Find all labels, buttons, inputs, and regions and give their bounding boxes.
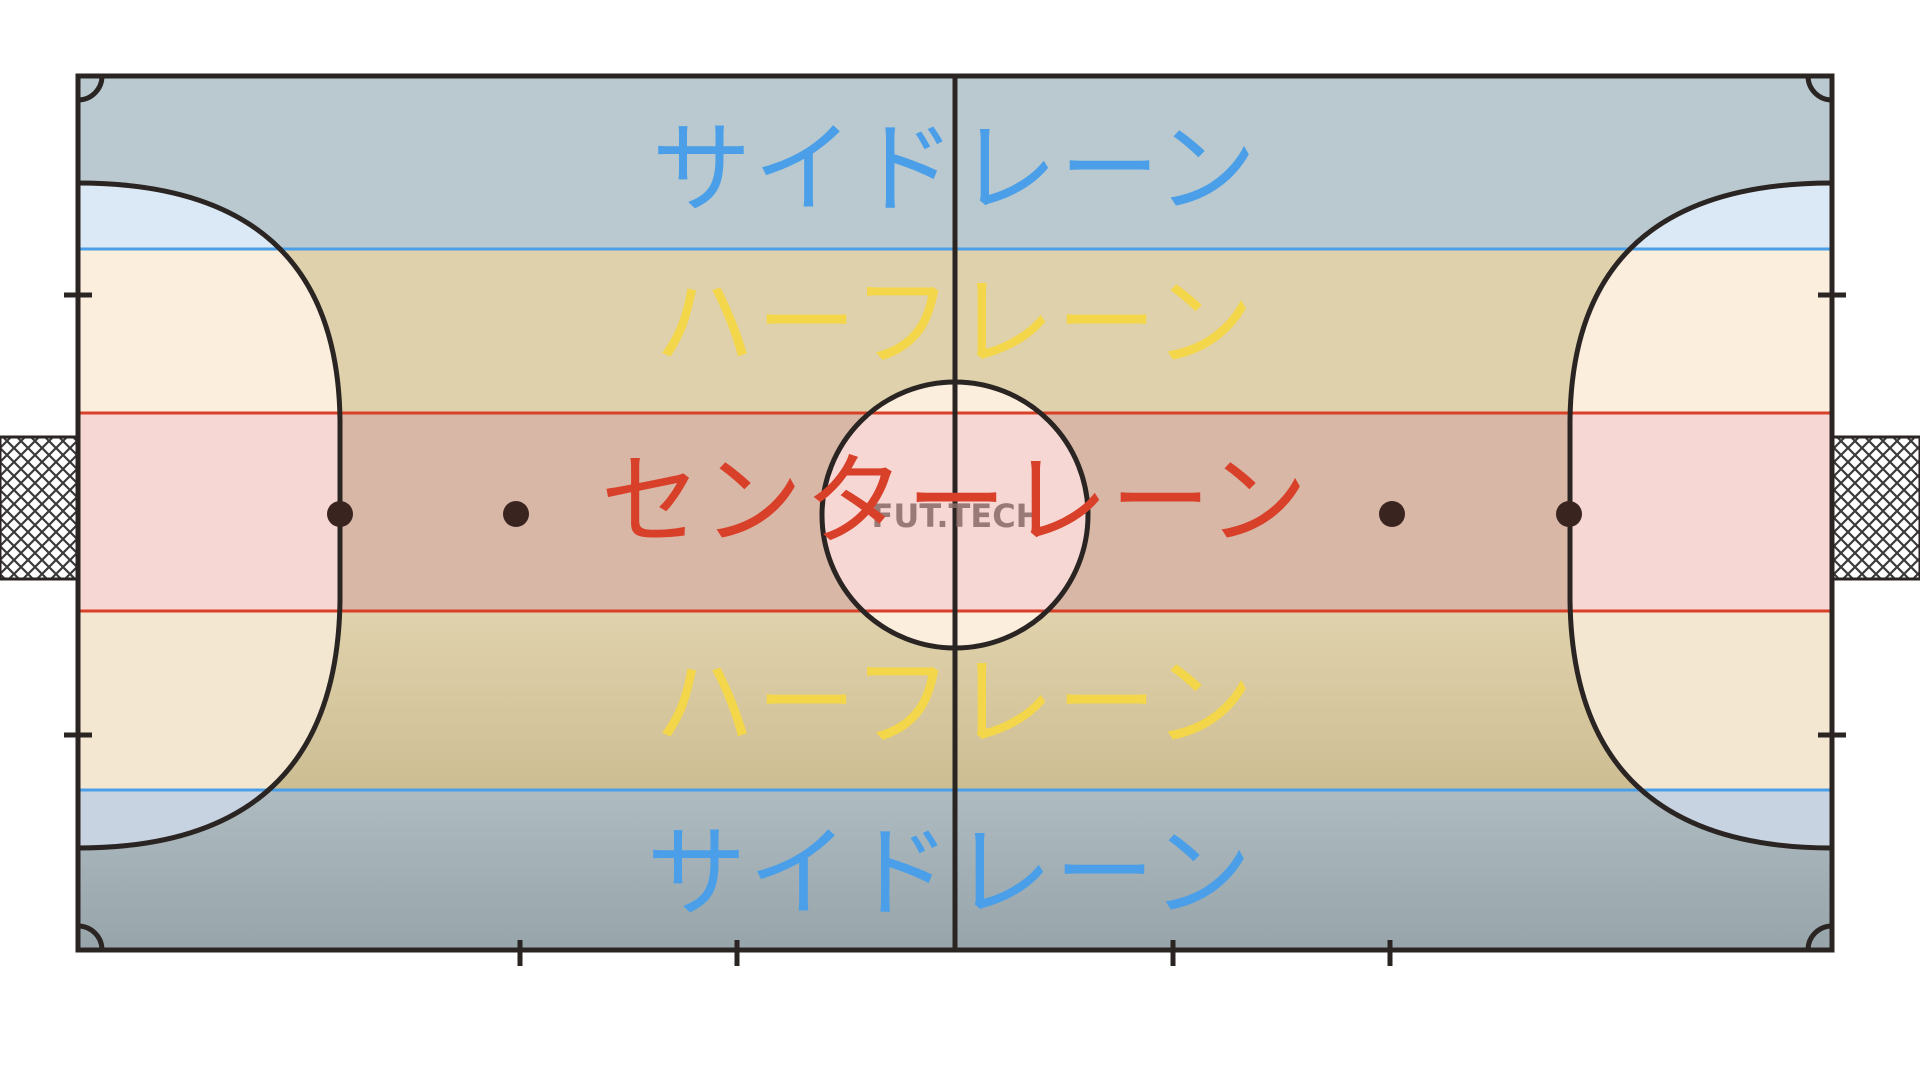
- right-goal-net: [1830, 435, 1920, 581]
- side-lane-bottom-label: サイドレーン: [647, 814, 1254, 931]
- right-penalty-spot: [1556, 501, 1582, 527]
- side-lane-top-label: サイドレーン: [652, 110, 1259, 227]
- right-second-penalty-spot: [1379, 501, 1405, 527]
- watermark-text: FUT.TECH: [872, 497, 1043, 535]
- left-penalty-spot: [327, 501, 353, 527]
- center-lane-label: センターレーン: [601, 442, 1310, 559]
- half-lane-top-label: ハーフレーン: [655, 264, 1256, 381]
- left-second-penalty-spot: [503, 501, 529, 527]
- left-goal-net: [0, 435, 80, 581]
- half-lane-bottom-label: ハーフレーン: [655, 644, 1256, 761]
- penalty-spots: [327, 501, 1582, 527]
